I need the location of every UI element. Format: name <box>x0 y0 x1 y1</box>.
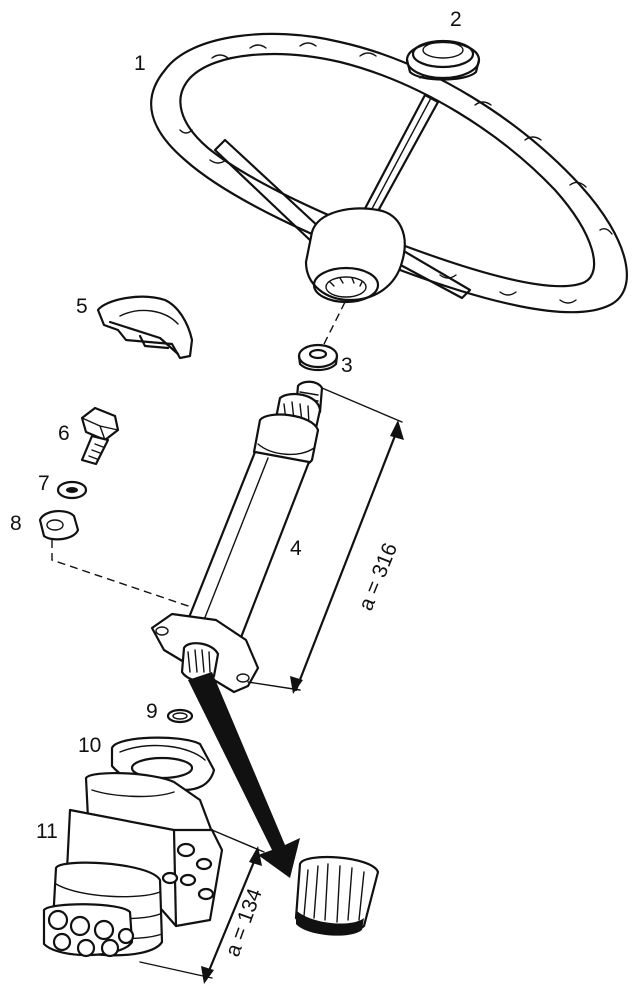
nut <box>297 343 339 372</box>
steering-wheel <box>150 32 628 314</box>
callout-10: 10 <box>78 734 101 757</box>
callout-5: 5 <box>76 295 88 318</box>
o-ring <box>166 708 194 724</box>
steering-column <box>150 380 324 694</box>
callout-7: 7 <box>38 472 50 495</box>
steering-unit <box>42 771 224 958</box>
splined-insert-detail <box>294 855 380 936</box>
callout-11: 11 <box>36 820 58 843</box>
callout-9: 9 <box>146 700 158 723</box>
callout-6: 6 <box>58 422 70 445</box>
lock-nut <box>38 510 80 541</box>
mounting-axis-line <box>51 540 201 611</box>
bolt <box>80 406 120 466</box>
horn-cap <box>405 39 481 81</box>
cover-bracket <box>96 295 194 360</box>
label-column-length: a = 316 <box>354 540 402 614</box>
callout-1: 1 <box>134 52 146 75</box>
axis-line <box>321 301 346 349</box>
callout-3: 3 <box>341 354 353 377</box>
detail-arrow <box>188 672 300 878</box>
callout-8: 8 <box>10 512 22 535</box>
callout-2: 2 <box>450 8 462 31</box>
callout-4: 4 <box>290 537 302 560</box>
washer <box>56 480 88 500</box>
